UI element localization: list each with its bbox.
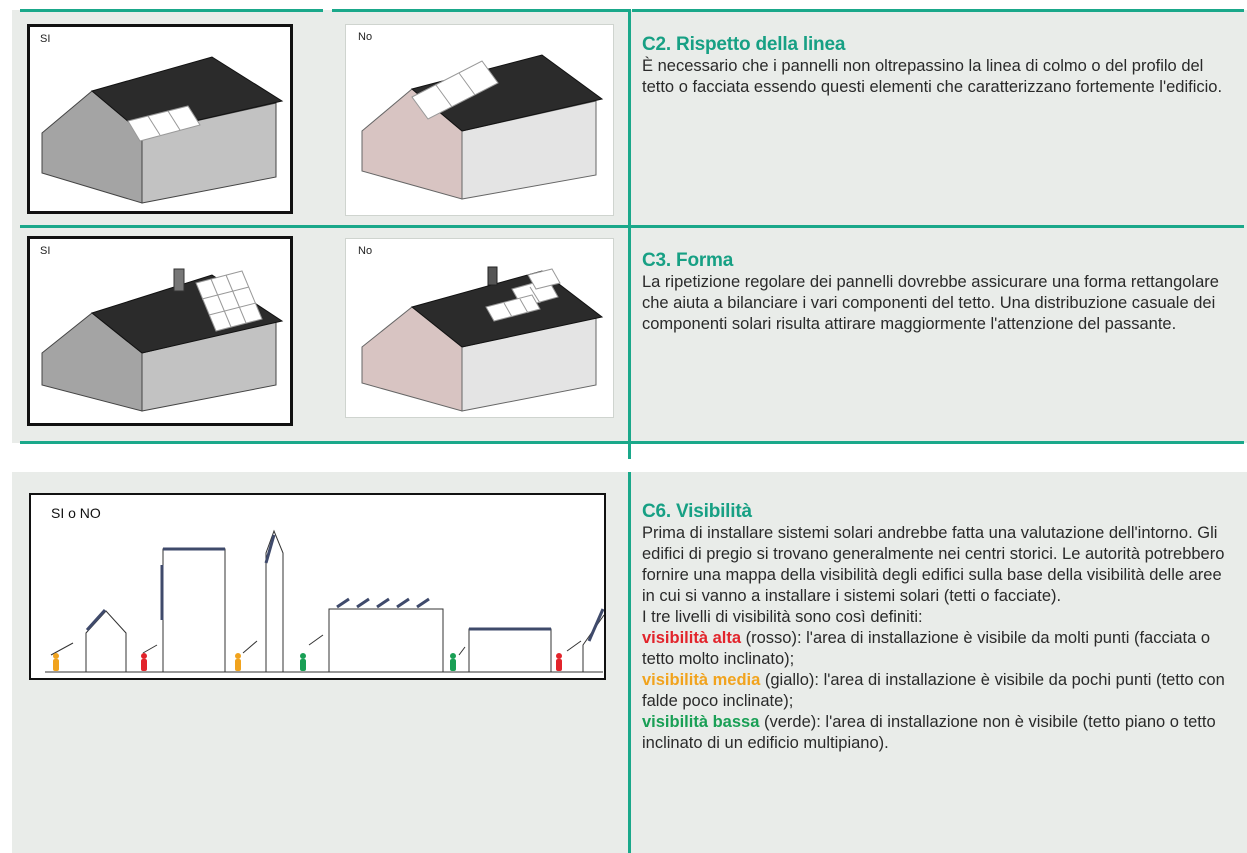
- c6-level-high: visibilità alta (rosso): l'area di insta…: [642, 628, 1238, 670]
- viewer-red-1: [141, 653, 147, 671]
- c6-intro: Prima di installare sistemi solari andre…: [642, 524, 1225, 605]
- c3-title: C3. Forma: [642, 250, 734, 271]
- rule-vertical-lower: [628, 472, 631, 853]
- viewer-yellow-2: [235, 653, 241, 671]
- c6-title: C6. Visibilità: [642, 501, 752, 522]
- rule-vertical-upper: [628, 9, 631, 459]
- c6-level-low: visibilità bassa (verde): l'area di inst…: [642, 712, 1238, 754]
- c6-diagram-label: SI o NO: [51, 505, 101, 521]
- c6-level-medium: visibilità media (giallo): l'area di ins…: [642, 670, 1238, 712]
- c2-no-house-drawing: [361, 54, 604, 200]
- c6-level-high-label: visibilità alta: [642, 629, 742, 647]
- c2-yes-illustration: SI: [27, 24, 293, 214]
- c6-level-high-text: (rosso): l'area di installazione è visib…: [642, 629, 1211, 668]
- c6-level-medium-text: (giallo): l'area di installazione è visi…: [642, 671, 1225, 710]
- viewer-green-1: [300, 653, 306, 671]
- c6-level-low-text: (verde): l'area di installazione non è v…: [642, 713, 1216, 752]
- c2-no-illustration: No: [345, 24, 614, 216]
- rule-upper-bottom: [20, 441, 1244, 444]
- c2-title: C2. Rispetto della linea: [642, 34, 846, 55]
- viewer-green-2: [450, 653, 456, 671]
- rule-left-top: [20, 9, 323, 12]
- c6-level-medium-label: visibilità media: [642, 671, 761, 689]
- c3-yes-label: SI: [40, 245, 51, 257]
- rule-row-divider: [20, 225, 1244, 228]
- c3-no-illustration: No: [345, 238, 614, 418]
- c2-body: È necessario che i pannelli non oltrepas…: [642, 57, 1223, 96]
- c6-level-low-label: visibilità bassa: [642, 713, 760, 731]
- c3-text-block: C3. Forma La ripetizione regolare dei pa…: [642, 250, 1238, 335]
- rule-right-top: [632, 9, 1244, 12]
- c2-yes-label: SI: [40, 33, 51, 45]
- viewer-yellow-1: [53, 653, 59, 671]
- viewer-red-2: [556, 653, 562, 671]
- c2-yes-house-drawing: [41, 56, 284, 204]
- c2-no-label: No: [358, 31, 373, 43]
- c2-text-block: C2. Rispetto della linea È necessario ch…: [642, 34, 1238, 98]
- c6-skyline-drawing: [45, 529, 604, 673]
- c3-yes-house-drawing: [41, 268, 284, 412]
- c3-no-house-drawing: [361, 266, 604, 412]
- c3-no-label: No: [358, 245, 373, 257]
- rule-mid-top: [332, 9, 628, 12]
- c3-yes-illustration: SI: [27, 236, 293, 426]
- c6-visibility-diagram: SI o NO: [29, 493, 606, 680]
- c6-levels-intro: I tre livelli di visibilità sono così de…: [642, 608, 923, 626]
- c3-body: La ripetizione regolare dei pannelli dov…: [642, 273, 1219, 333]
- c6-text-block: C6. Visibilità Prima di installare siste…: [642, 501, 1238, 754]
